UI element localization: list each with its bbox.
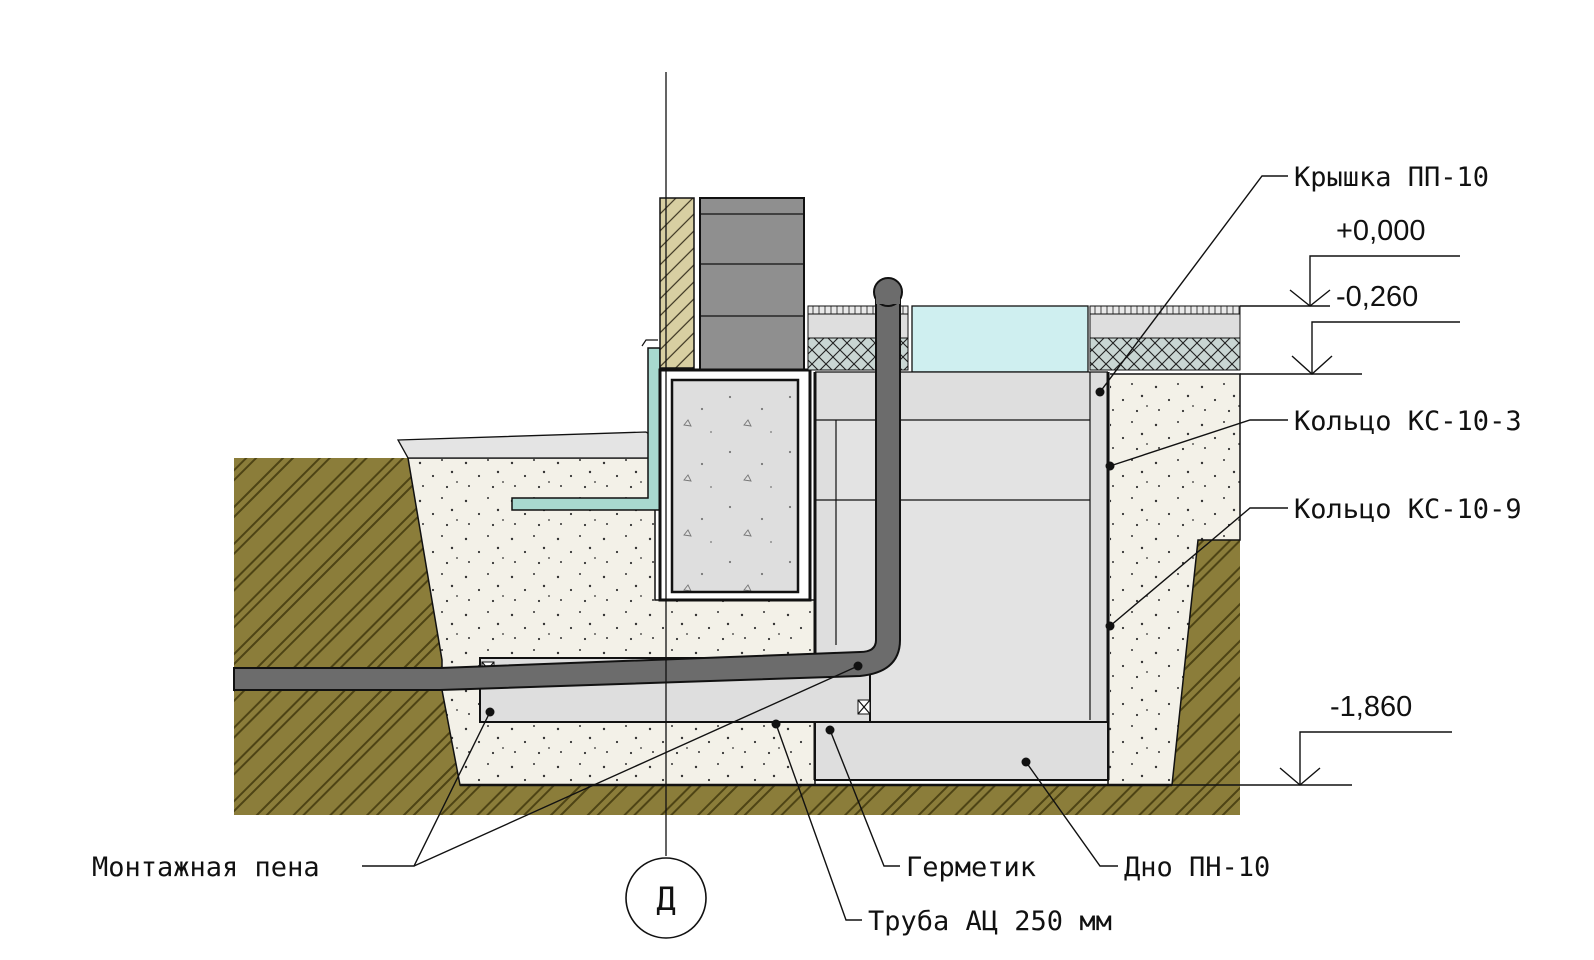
label-ring-ks-10-3: Кольцо КС-10-3 (1294, 406, 1522, 437)
label-ring-ks-10-9: Кольцо КС-10-9 (1294, 494, 1522, 525)
axis-marker (625, 857, 707, 939)
paving-right (1089, 305, 1241, 371)
level-mark-top: -0,260 (1240, 281, 1460, 375)
bottom-slab (814, 721, 1109, 781)
level-zero: +0,000 (1336, 215, 1426, 247)
level-mark-zero: +0,000 (1240, 215, 1460, 307)
blind-area (396, 431, 656, 459)
block-wall (699, 197, 805, 371)
facade-cladding (659, 197, 695, 369)
axis-letter: Д (656, 880, 675, 918)
foundation-block (658, 368, 812, 602)
flashing-strip (641, 339, 658, 347)
label-pipe: Труба АЦ 250 мм (868, 906, 1112, 937)
label-cover: Крышка ПП-10 (1294, 162, 1489, 193)
label-sealant: Герметик (906, 852, 1036, 883)
manhole-cover (911, 305, 1089, 373)
label-bottom: Дно ПН-10 (1124, 852, 1270, 883)
level-top: -0,260 (1336, 281, 1418, 313)
level-mark-bottom: -1,860 (1172, 691, 1452, 786)
label-foam: Монтажная пена (92, 852, 320, 883)
well-rings (813, 371, 1110, 780)
soil-ground (234, 458, 1240, 815)
leaders (362, 175, 1288, 921)
level-bottom: -1,860 (1330, 691, 1412, 723)
pipe-vertical-shaft (876, 292, 900, 304)
